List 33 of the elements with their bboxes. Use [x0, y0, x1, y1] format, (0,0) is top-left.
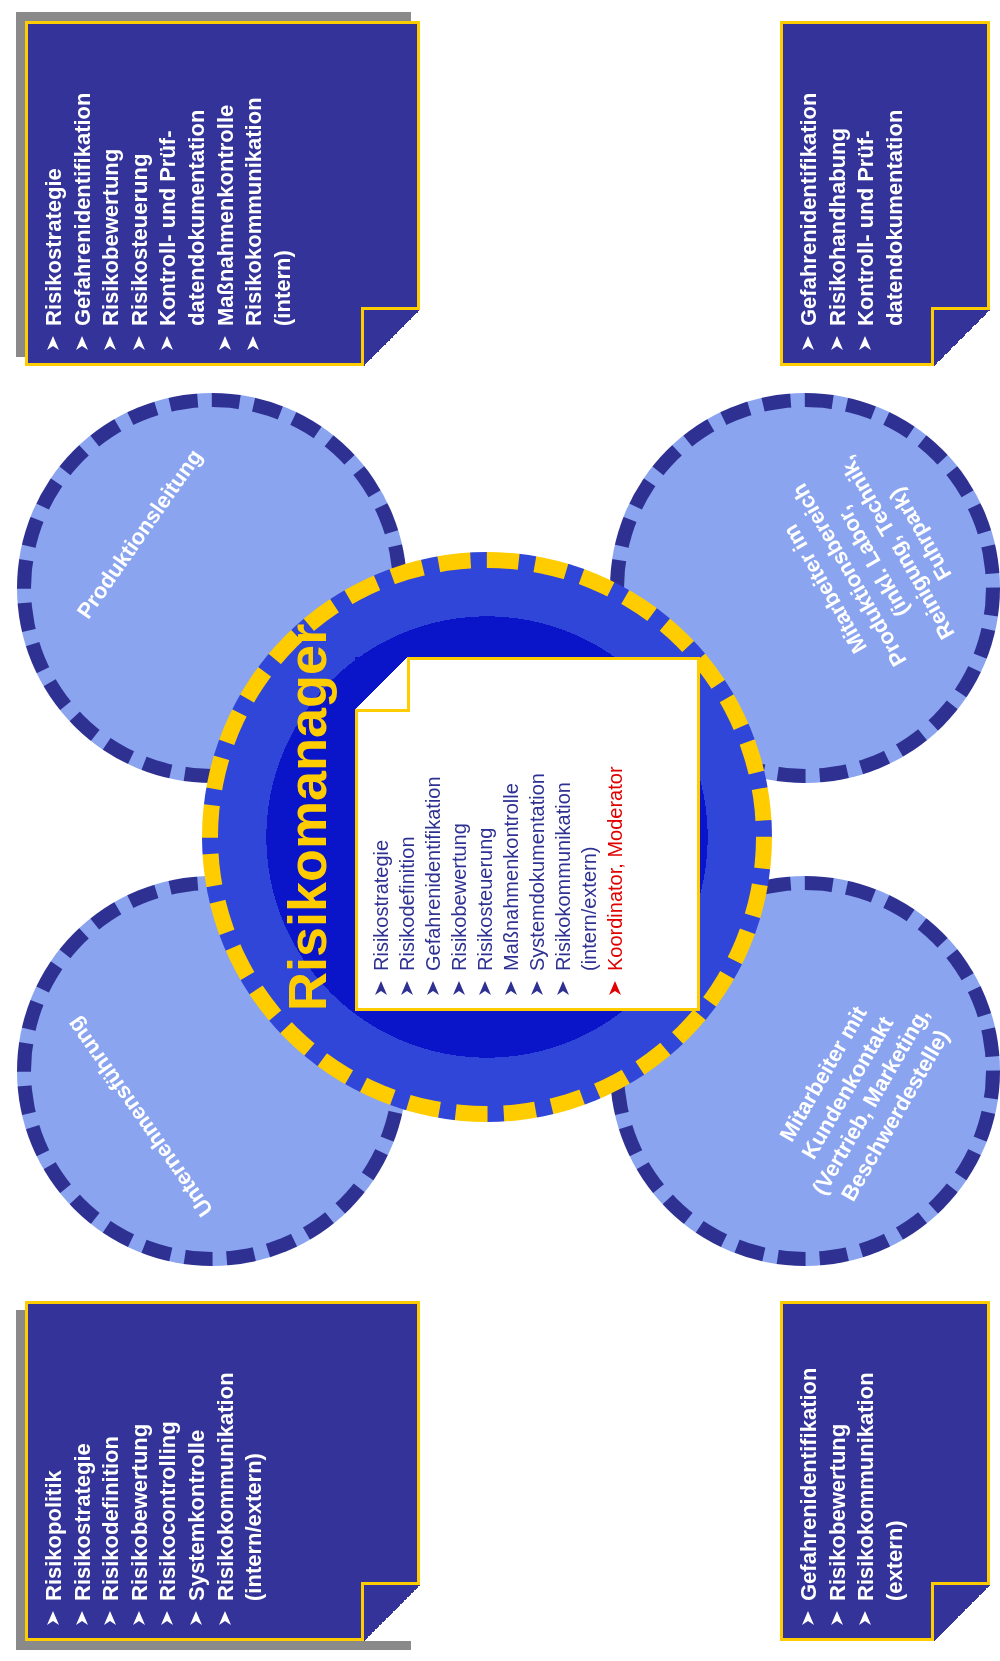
list-item-text: Gefahrenidentifikation	[795, 1367, 822, 1601]
list-item-text: Risikokommunikation (intern/extern)	[211, 1371, 268, 1601]
list-item-text: Risikobewertung	[125, 1423, 153, 1601]
list-item-text: Risikodefinition	[395, 836, 419, 971]
list-item-text: Risikosteuerung	[473, 827, 497, 971]
sticky-note	[780, 1301, 990, 1641]
sticky-note	[355, 657, 700, 1011]
sticky-note	[780, 21, 990, 366]
list-item-text: Gefahrenidentifikation	[68, 92, 96, 326]
list-item-text: Risikodefinition	[97, 1436, 125, 1601]
list-item-text: Kontroll- und Prüf- datendokumentation	[154, 108, 210, 326]
list-item-text: Risikopolitik	[40, 1470, 67, 1601]
heading-text: Risikomanager	[276, 623, 338, 1011]
list-item-text: Risikohandhabung	[823, 128, 851, 326]
list-item-text: Risikobewertung	[823, 1423, 851, 1601]
list-item-text: Maßnahmenkontrolle	[211, 104, 239, 326]
list-item-text: Risikocontrolling	[154, 1421, 182, 1601]
list-item-text: Risikostrategie	[369, 839, 393, 971]
list-item-text: Risikobewertung	[97, 148, 125, 326]
list-item-text: Risikobewertung	[447, 823, 471, 971]
list-item-text: Risikosteuerung	[125, 153, 153, 326]
list-item-text: Risikokommunikation (extern)	[852, 1371, 908, 1601]
list-item-text: Koordinator, Moderator	[603, 766, 627, 971]
list-item-text: Risikostrategie	[68, 1443, 96, 1601]
list-item-text: Systemkontrolle	[182, 1429, 210, 1601]
list-item-text: Kontroll- und Prüf- datendokumentation	[852, 108, 908, 326]
list-item-text: Gefahrenidentifikation	[795, 92, 822, 326]
list-item-text: Gefahrenidentifikation	[421, 776, 445, 971]
list-item-text: Risikokommunikation (intern/extern)	[551, 781, 601, 971]
list-item-text: Risikostrategie	[40, 168, 67, 326]
list-item-text: Maßnahmenkontrolle	[499, 783, 523, 971]
list-item-text: Risikokommunikation (intern)	[240, 96, 296, 326]
list-item-text: Systemdokumentation	[525, 773, 549, 971]
